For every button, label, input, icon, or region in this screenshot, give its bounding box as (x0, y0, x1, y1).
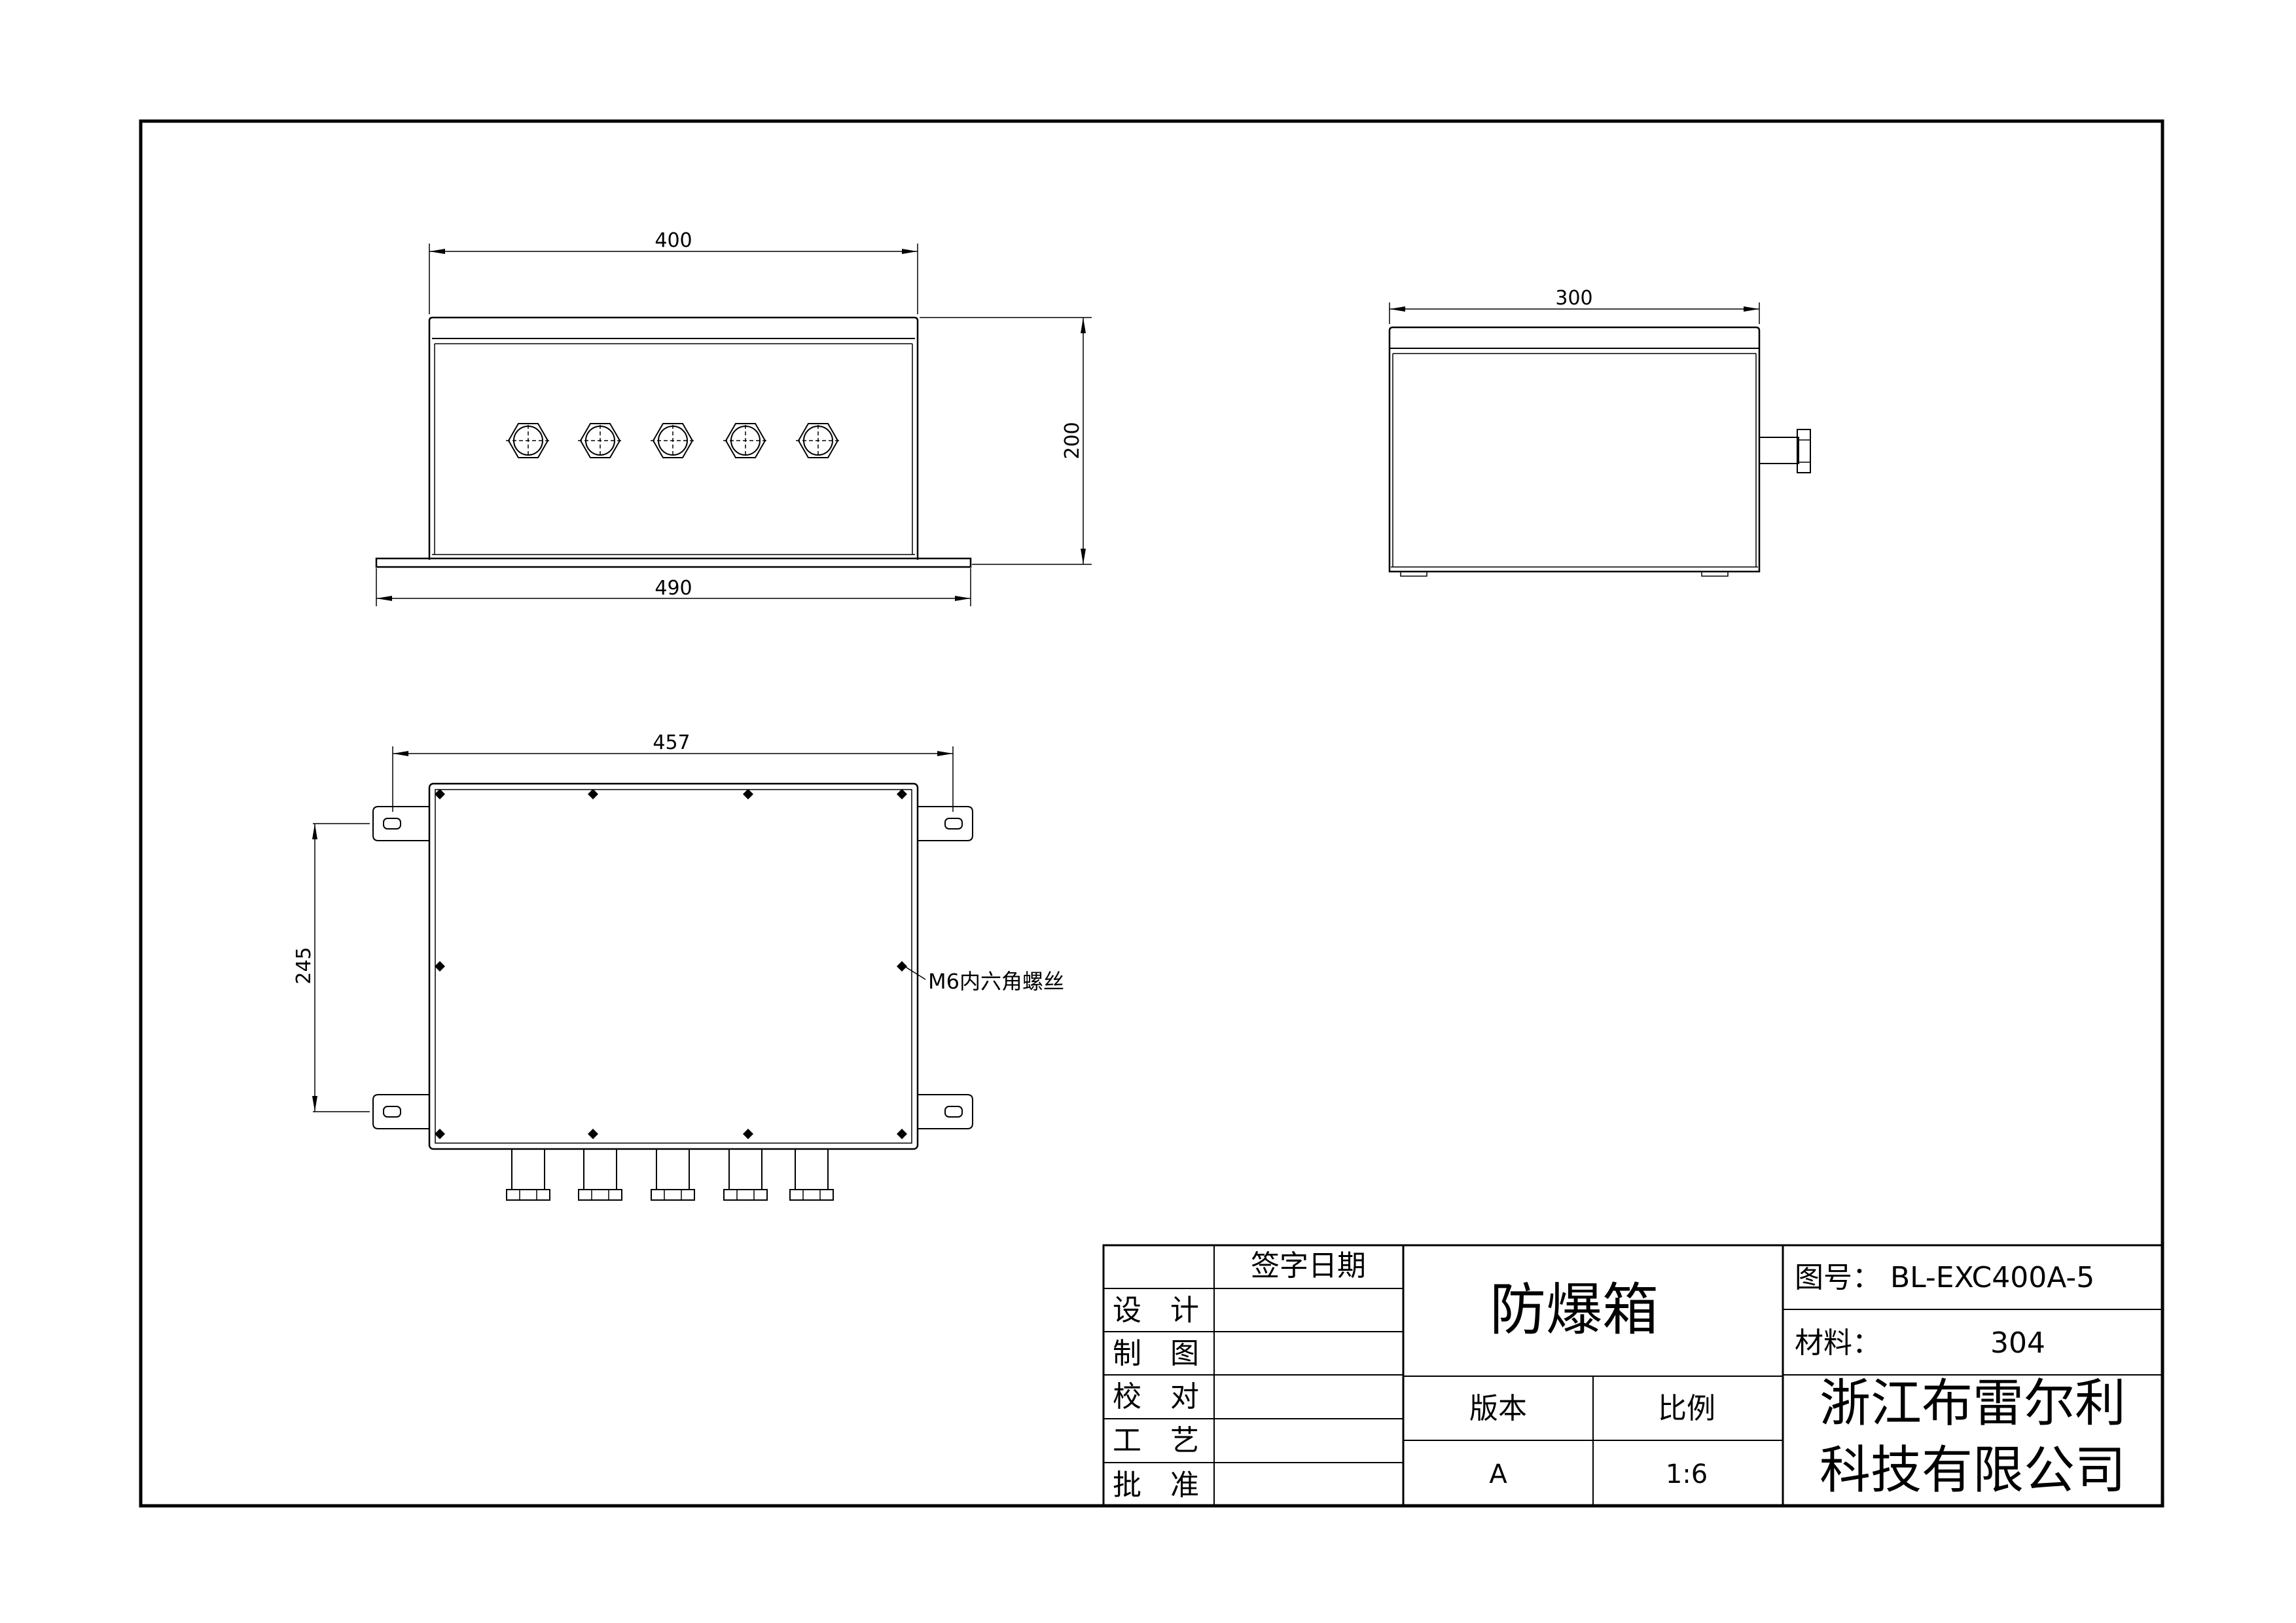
scale-value: 1:6 (1666, 1459, 1708, 1489)
lid-screw-1 (435, 789, 445, 799)
cable-gland-5 (796, 423, 840, 458)
cable-gland-2 (578, 423, 622, 458)
screw-callout: M6内六角螺丝 (928, 969, 1064, 994)
cable-gland-4 (723, 423, 768, 458)
sign-date-header: 签字日期 (1251, 1249, 1366, 1283)
mount-ears (372, 806, 973, 1129)
bottom-gland-5 (789, 1148, 834, 1201)
front-glands (506, 423, 840, 458)
bottom-gland-2 (578, 1148, 622, 1201)
lid-screw-4 (897, 789, 907, 799)
dim-400-label: 400 (655, 229, 692, 252)
cable-gland-1 (506, 423, 550, 458)
dim-490-label: 490 (655, 577, 692, 600)
dim-245-label: 245 (293, 947, 315, 984)
lid-screw-8 (588, 1129, 598, 1139)
material-label: 材料： (1795, 1326, 1881, 1360)
bottom-gland-4 (723, 1148, 768, 1201)
version-value: A (1489, 1459, 1507, 1489)
company-line-1: 浙江布雷尔利 (1820, 1374, 2126, 1433)
dim-300-label: 300 (1555, 287, 1592, 310)
lid-screw-7 (435, 1129, 445, 1139)
role-draft: 制 图 (1113, 1337, 1199, 1370)
side-body (1388, 326, 1761, 573)
dim-457-label: 457 (653, 731, 690, 754)
version-label: 版本 (1469, 1392, 1527, 1425)
front-base-plate (375, 557, 972, 568)
lid-screw-10 (897, 1129, 907, 1139)
lid-screw-2 (588, 789, 598, 799)
lid-screw-3 (743, 789, 753, 799)
title-block: 签字日期 设 计 制 图 校 对 工 艺 批 准 防爆箱 版本 比例 A 1:6… (1102, 1244, 2164, 1507)
role-process: 工 艺 (1113, 1424, 1199, 1457)
role-design: 设 计 (1113, 1294, 1199, 1327)
lid-screw-9 (743, 1129, 753, 1139)
material-value: 304 (1990, 1326, 2045, 1360)
side-gland (1759, 429, 1811, 473)
role-check: 校 对 (1113, 1380, 1199, 1413)
bottom-glands (506, 1148, 834, 1201)
dim-200-label: 200 (1061, 422, 1084, 459)
drawing-number: 图号： BL-EXC400A-5 (1795, 1261, 2094, 1294)
bottom-gland-3 (651, 1148, 695, 1201)
cable-gland-3 (651, 423, 695, 458)
lid-screw-5 (435, 961, 445, 972)
side-view: 300 (1388, 287, 1811, 577)
front-body (428, 316, 919, 560)
lid-screws (435, 789, 907, 1139)
drawing-title: 防爆箱 (1490, 1277, 1659, 1343)
top-body (428, 782, 919, 1150)
front-view: 400 200 490 (375, 229, 1092, 606)
bottom-gland-1 (506, 1148, 550, 1201)
scale-label: 比例 (1658, 1392, 1715, 1425)
lid-screw-6 (897, 961, 907, 972)
company-line-2: 科技有限公司 (1820, 1441, 2126, 1500)
role-approve: 批 准 (1113, 1468, 1199, 1502)
top-view: 457 245 M6内六角螺丝 (293, 731, 1064, 1201)
